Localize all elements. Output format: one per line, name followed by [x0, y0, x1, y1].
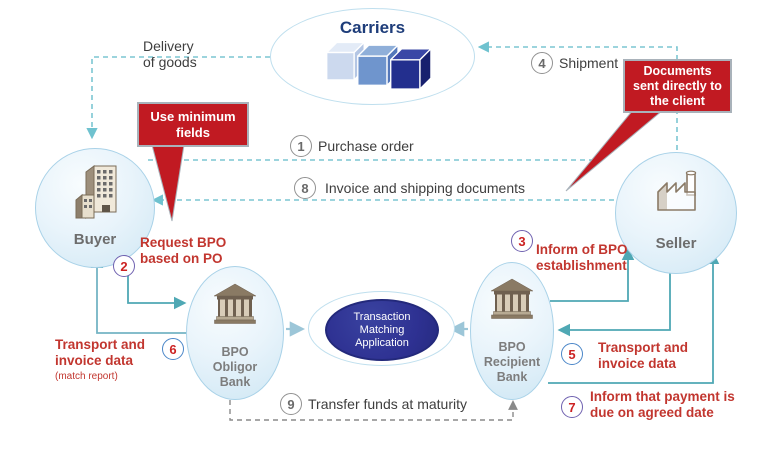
matching-application-label: Transaction Matching Application — [353, 310, 411, 349]
step-6-badge: 6 — [162, 338, 184, 360]
flow-line-5-transport-data — [557, 271, 671, 337]
matching-application-core: Transaction Matching Application — [325, 299, 439, 361]
obligor-bank-icon — [213, 283, 257, 324]
recipient-bank-icon — [490, 278, 534, 319]
step-2-badge: 2 — [113, 255, 135, 277]
delivery-of-goods-label: Delivery of goods — [143, 38, 197, 70]
carriers-label: Carriers — [339, 18, 406, 37]
buyer-building-icon — [75, 165, 117, 219]
step-5-badge: 5 — [561, 343, 583, 365]
step-8-badge: 8 — [294, 177, 316, 199]
step-9-label: Transfer funds at maturity — [308, 396, 467, 412]
documents-direct-callout: Documents sent directly to the client — [623, 59, 732, 113]
step-5-label: Transport and invoice data — [598, 340, 689, 371]
step-3-label: Inform of BPO establishment — [536, 242, 628, 273]
seller-label: Seller — [655, 235, 697, 252]
step-9-badge: 9 — [280, 393, 302, 415]
cargo-cubes-icon — [326, 41, 432, 90]
obligor-bank-label: BPO Obligor Bank — [212, 345, 258, 389]
step-6-label: Transport and invoice data — [55, 337, 146, 368]
step-4-label: Shipment — [559, 55, 619, 71]
seller-factory-icon — [657, 170, 697, 211]
flow-line-6-transport-data — [90, 255, 192, 334]
step-3-badge: 3 — [511, 230, 533, 252]
use-minimum-fields-pointer — [151, 144, 185, 222]
step-2-label: Request BPO based on PO — [140, 235, 227, 266]
use-minimum-fields-callout: Use minimum fields — [137, 102, 249, 147]
recipient-bank-label: BPO Recipient Bank — [483, 340, 541, 384]
step-8-label: Invoice and shipping documents — [325, 180, 526, 196]
buyer-label: Buyer — [73, 231, 117, 248]
step-7-label: Inform that payment is due on agreed dat… — [590, 389, 735, 420]
step-1-badge: 1 — [290, 135, 312, 157]
step-7-badge: 7 — [561, 396, 583, 418]
step-6-note: (match report) — [55, 371, 118, 382]
step-4-badge: 4 — [531, 52, 553, 74]
step-1-label: Purchase order — [318, 138, 414, 154]
